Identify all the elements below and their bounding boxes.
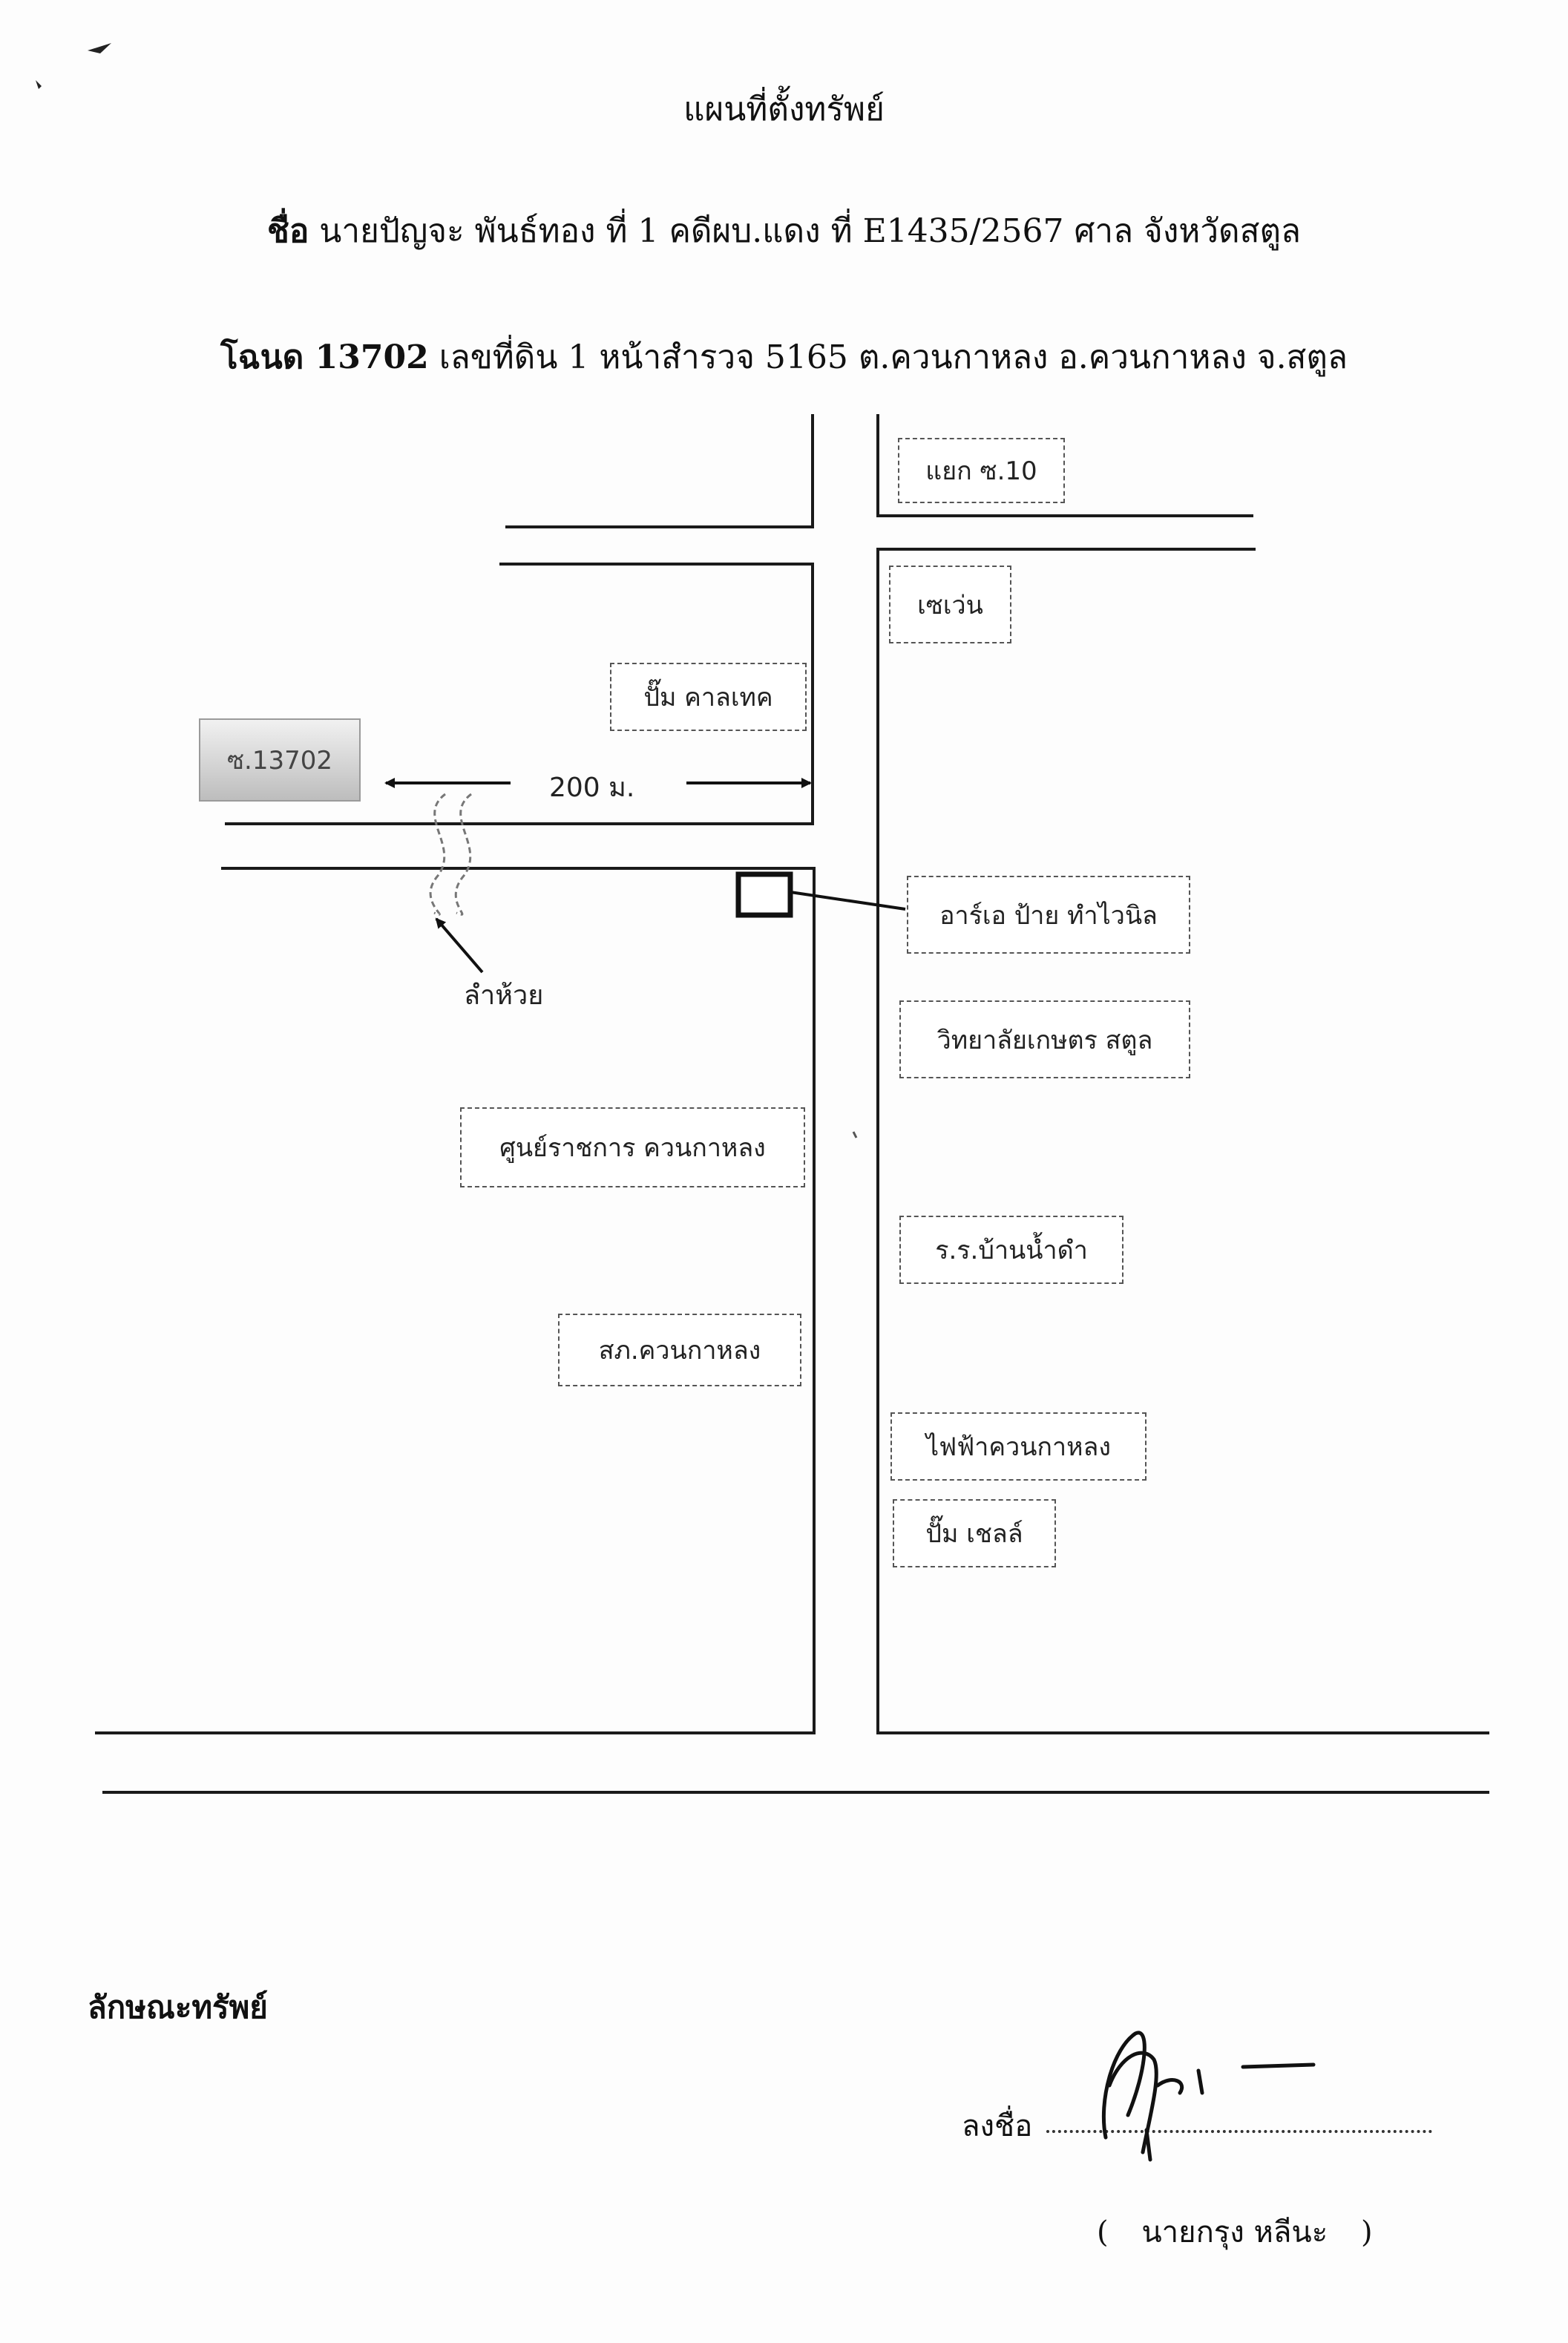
document-title: แผนที่ตั้งทรัพย์ (683, 91, 885, 128)
label-distance: 200 ม. (549, 773, 635, 803)
signer-name-line: ( นายกรุง หลีนะ ) (1085, 2208, 1385, 2255)
label-electric: ไฟฟ้าควนกาหลง (890, 1412, 1147, 1481)
label-college: วิทยาลัยเกษตร สตูล (899, 1000, 1190, 1078)
label-police: สภ.ควนกาหลง (558, 1314, 801, 1386)
label-shell: ปั๊ม เชลล์ (893, 1499, 1056, 1567)
label-junction: แยก ซ.10 (898, 438, 1065, 503)
label-target-property: อาร์เอ ป้าย ทำไวนิล (907, 876, 1190, 954)
case-name-label: ชื่อ (266, 212, 309, 250)
signature-line (1046, 2130, 1432, 2133)
handwritten-signature (1101, 2031, 1316, 2162)
signer-open-paren: ( (1097, 2215, 1109, 2249)
scan-mark (88, 43, 111, 53)
property-marker (735, 871, 793, 918)
deed-label: โฉนด 13702 (220, 338, 429, 376)
property-leader-line (790, 891, 906, 911)
deed-info-line: โฉนด 13702 เลขที่ดิน 1 หน้าสำรวจ 5165 ต.… (0, 331, 1568, 383)
stream-pointer-arrow (435, 917, 484, 974)
label-gov-center: ศูนย์ราชการ ควนกาหลง (460, 1107, 805, 1187)
label-caltex: ปั๊ม คาลเทค (610, 663, 807, 731)
label-seven-eleven: เซเว่น (889, 566, 1011, 643)
signer-close-paren: ) (1360, 2215, 1373, 2249)
sign-label: ลงชื่อ (962, 2109, 1033, 2143)
label-soi: ซ.13702 (199, 718, 361, 802)
deed-info-text: เลขที่ดิน 1 หน้าสำรวจ 5165 ต.ควนกาหลง อ.… (439, 338, 1348, 376)
scan-mark (852, 1131, 858, 1138)
signer-name: นายกรุง หลีนะ (1141, 2215, 1328, 2249)
property-description-title: ลักษณะทรัพย์ (88, 1989, 268, 2025)
label-stream: ลำห้วย (464, 980, 544, 1011)
case-info-text: นายปัญจะ พันธ์ทอง ที่ 1 คดีผบ.แดง ที่ E1… (319, 212, 1301, 250)
scan-mark (36, 80, 42, 89)
label-school: ร.ร.บ้านน้ำดำ (899, 1216, 1123, 1284)
case-info-line: ชื่อ นายปัญจะ พันธ์ทอง ที่ 1 คดีผบ.แดง ท… (0, 205, 1568, 257)
stream-lines (429, 793, 472, 916)
